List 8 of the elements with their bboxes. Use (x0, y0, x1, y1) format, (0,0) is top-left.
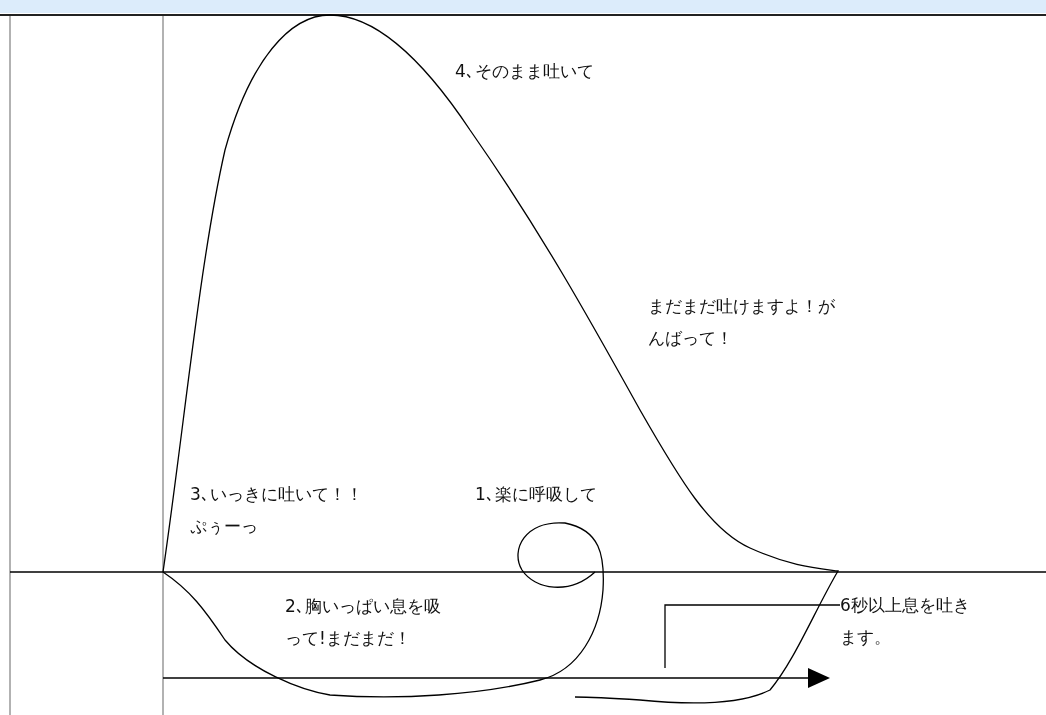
leader-line (664, 604, 841, 669)
annotation-text: 4､そのまま吐いて (455, 60, 595, 83)
annotation-text: 2､胸いっぱい息を吸って!まだまだ！ (285, 595, 442, 650)
annotation-text: 1､楽に呼吸して (475, 483, 598, 506)
annotation-text: 3､いっきに吐いて！！ぷぅーっ (190, 483, 364, 538)
note-text: 6秒以上息を吐きます。 (840, 589, 973, 653)
annotation-text: まだまだ吐けますよ！がんばって！ (648, 295, 836, 350)
time-arrow (162, 668, 830, 688)
